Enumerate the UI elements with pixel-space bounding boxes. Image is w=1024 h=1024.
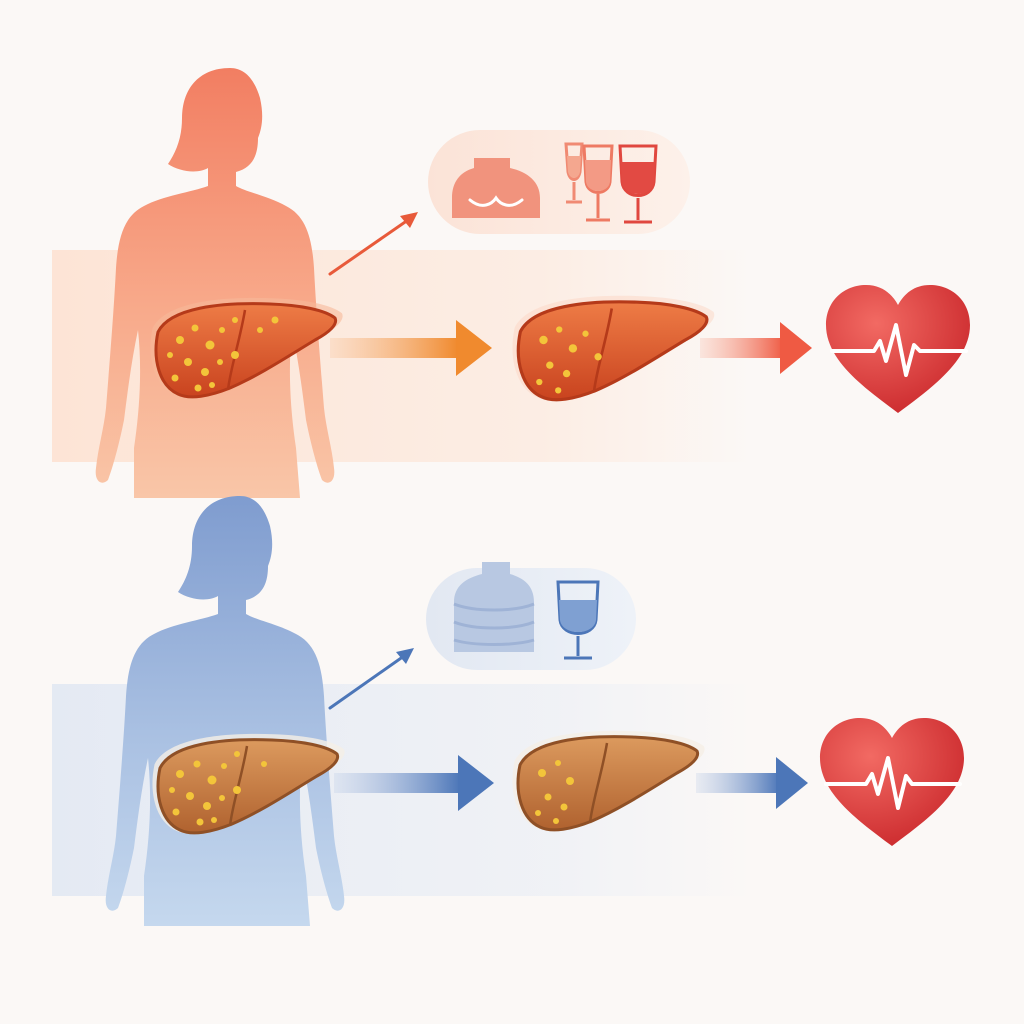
liver-icon — [512, 295, 715, 402]
risk-factors-pill — [426, 562, 636, 670]
wine-glasses-icon — [564, 142, 658, 224]
arrow-progression-2 — [700, 322, 812, 374]
torso-icon — [452, 158, 540, 218]
fatty-liver-icon — [150, 297, 343, 399]
fatty-liver-icon — [152, 733, 345, 835]
arrow-to-factors — [328, 648, 414, 710]
arrow-progression-1 — [334, 755, 494, 811]
arrow-progression-1 — [330, 320, 492, 376]
bottom-panel — [52, 496, 964, 926]
arrow-to-factors — [328, 212, 418, 276]
top-panel — [52, 68, 970, 498]
risk-factors-pill — [428, 130, 690, 234]
heart-ecg-icon — [826, 285, 970, 413]
wine-glass-icon — [556, 580, 600, 660]
torso-icon — [453, 562, 535, 652]
arrow-progression-2 — [696, 757, 808, 809]
liver-icon — [512, 730, 705, 832]
heart-ecg-icon — [820, 718, 964, 846]
